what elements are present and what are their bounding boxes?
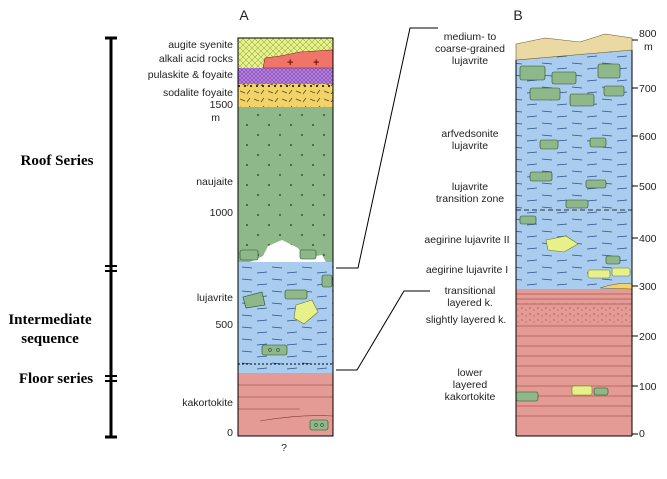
- depth-1000: 1000: [210, 207, 234, 219]
- roof-series-label: Roof Series: [21, 153, 94, 169]
- label-lower-2: layered: [453, 379, 488, 391]
- label-kakortokite: kakortokite: [182, 397, 233, 409]
- label-lower-3: kakortokite: [445, 391, 496, 403]
- label-aegirine-1: aegirine lujavrite I: [426, 264, 508, 276]
- scale-600: 600: [639, 131, 657, 143]
- scale-500: 500: [639, 181, 657, 193]
- label-medium-coarse-1: medium- to: [444, 31, 497, 43]
- scale-unit-m: m: [644, 41, 653, 53]
- label-sodalite-foyaite: sodalite foyaite: [163, 87, 233, 99]
- label-arfvedsonite-1: arfvedsonite: [441, 128, 498, 140]
- svg-text:+: +: [313, 57, 319, 69]
- column-b-scale-ticks: [632, 39, 638, 435]
- depth-0: 0: [227, 427, 233, 439]
- label-medium-coarse-3: lujavrite: [452, 55, 488, 67]
- column-a-depth-labels: 1500 m 1000 500 0: [210, 99, 234, 439]
- scale-300: 300: [639, 281, 657, 293]
- label-lower-1: lower: [457, 367, 483, 379]
- series-brackets: [105, 36, 117, 439]
- column-a-header: A: [239, 7, 249, 23]
- scale-400: 400: [639, 233, 657, 245]
- label-arfvedsonite-2: lujavrite: [452, 140, 488, 152]
- intermediate-sequence-label-1: Intermediate: [8, 312, 92, 328]
- column-b: [515, 33, 633, 437]
- scale-800: 800: [639, 28, 657, 40]
- label-naujaite: naujaite: [196, 176, 233, 188]
- scale-0: 0: [639, 428, 645, 440]
- column-b-unit-labels: medium- to coarse-grained lujavrite arfv…: [424, 31, 509, 403]
- column-a: + +: [237, 37, 334, 437]
- label-pulaskite-foyaite: pulaskite & foyaite: [148, 69, 233, 81]
- label-lujavrite: lujavrite: [197, 292, 233, 304]
- column-a-unit-labels: augite syenite alkali acid rocks pulaski…: [148, 39, 233, 409]
- connector-lines: [336, 27, 438, 371]
- label-medium-coarse-2: coarse-grained: [435, 43, 505, 55]
- column-b-scale-labels: 800 m 700 600 500 400 300 200 100 0: [639, 28, 657, 440]
- column-b-header: B: [513, 7, 522, 23]
- svg-text:+: +: [287, 57, 293, 69]
- depth-500: 500: [215, 319, 233, 331]
- label-augite-syenite: augite syenite: [168, 39, 233, 51]
- label-aegirine-2: aegirine lujavrite II: [424, 234, 509, 246]
- depth-1500: 1500: [210, 99, 234, 111]
- label-transitional-2: layered k.: [447, 297, 493, 309]
- intermediate-sequence-label-2: sequence: [21, 331, 79, 347]
- label-slightly-layered: slightly layered k.: [426, 314, 507, 326]
- label-transition-1: lujavrite: [452, 181, 488, 193]
- label-alkali-acid-rocks: alkali acid rocks: [159, 53, 233, 65]
- column-a-base-mark: ?: [281, 442, 287, 454]
- floor-series-label: Floor series: [19, 371, 93, 387]
- scale-700: 700: [639, 83, 657, 95]
- column-b-medium-coarse-unit: [515, 33, 633, 61]
- label-transitional-1: transitional: [445, 285, 496, 297]
- scale-200: 200: [639, 331, 657, 343]
- scale-100: 100: [639, 381, 657, 393]
- label-transition-2: transition zone: [436, 193, 504, 205]
- depth-unit-m: m: [211, 112, 220, 124]
